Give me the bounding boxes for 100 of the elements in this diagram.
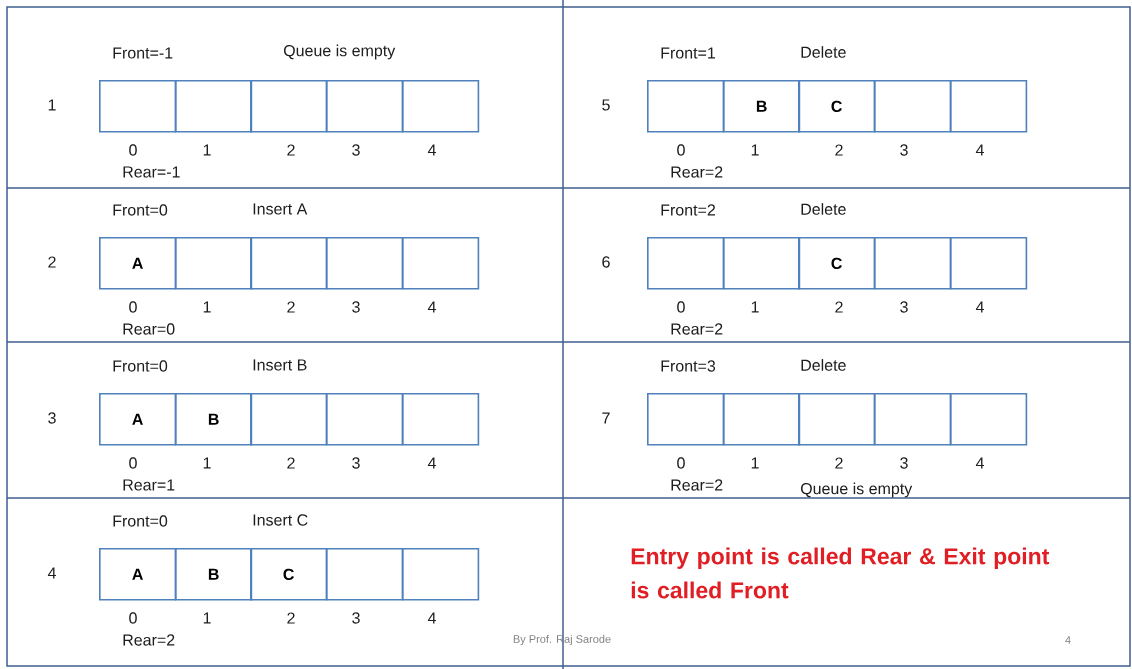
array-cell: C bbox=[798, 237, 876, 290]
rear-label: Rear=2 bbox=[671, 479, 723, 491]
index-label: 4 bbox=[427, 612, 436, 624]
front-label: Front=1 bbox=[661, 47, 715, 59]
index-label: 1 bbox=[203, 301, 211, 313]
index-label: 3 bbox=[352, 144, 360, 156]
array-cell: B bbox=[175, 393, 253, 446]
front-label: Front=0 bbox=[113, 515, 168, 527]
front-label: Front=0 bbox=[113, 204, 168, 216]
step-number: 7 bbox=[602, 412, 610, 424]
index-label: 0 bbox=[129, 144, 137, 156]
index-label: 0 bbox=[129, 301, 137, 313]
array-cell bbox=[175, 237, 253, 290]
array-cell bbox=[175, 80, 253, 133]
step-number: 5 bbox=[602, 99, 610, 111]
index-label: 1 bbox=[751, 144, 759, 156]
rear-label: Rear=0 bbox=[123, 323, 175, 335]
array-cell bbox=[402, 80, 480, 133]
array-cell bbox=[950, 393, 1028, 446]
index-label: 3 bbox=[900, 457, 908, 469]
index-label: 0 bbox=[129, 457, 137, 469]
array-cell bbox=[326, 80, 404, 133]
step-number: 3 bbox=[48, 412, 56, 424]
array-cell bbox=[402, 393, 480, 446]
array-cell bbox=[250, 237, 328, 290]
index-label: 4 bbox=[427, 144, 436, 156]
index-label: 0 bbox=[677, 144, 685, 156]
array-cell bbox=[723, 237, 801, 290]
array-cell bbox=[250, 393, 328, 446]
array-cell bbox=[723, 393, 801, 446]
note-text: Entry point is called Rear & Exit point is called Front bbox=[631, 547, 1050, 599]
index-label: 1 bbox=[203, 457, 211, 469]
index-label: 4 bbox=[427, 457, 436, 469]
index-label: 3 bbox=[900, 301, 908, 313]
index-label: 2 bbox=[287, 144, 295, 156]
index-label: 3 bbox=[352, 301, 360, 313]
index-label: 3 bbox=[900, 144, 908, 156]
front-label: Front=2 bbox=[661, 204, 715, 216]
step-number: 6 bbox=[602, 256, 610, 268]
array-cell bbox=[402, 548, 480, 601]
array-cell bbox=[874, 393, 952, 446]
array-cell bbox=[99, 80, 177, 133]
step-number: 1 bbox=[48, 99, 56, 111]
front-label: Front=0 bbox=[113, 360, 168, 372]
operation-label: Delete bbox=[801, 203, 846, 215]
operation-label: Delete bbox=[801, 359, 846, 371]
array-cell: B bbox=[723, 80, 801, 133]
index-label: 4 bbox=[427, 301, 436, 313]
index-label: 1 bbox=[203, 144, 211, 156]
front-label: Front=3 bbox=[661, 360, 716, 372]
index-label: 2 bbox=[287, 457, 295, 469]
index-label: 4 bbox=[975, 144, 984, 156]
page-number: 4 bbox=[1065, 636, 1071, 644]
array-cell: A bbox=[99, 237, 177, 290]
array-cell: A bbox=[99, 548, 177, 601]
array-cell: C bbox=[798, 80, 876, 133]
rear-label: Rear=2 bbox=[671, 166, 723, 178]
array-cell bbox=[950, 237, 1028, 290]
operation-label: Insert A bbox=[253, 203, 308, 215]
operation-label: Insert C bbox=[253, 514, 308, 526]
array-cell bbox=[874, 237, 952, 290]
array-cell bbox=[326, 237, 404, 290]
array-cell bbox=[647, 393, 725, 446]
index-label: 2 bbox=[287, 301, 295, 313]
array-cell bbox=[326, 548, 404, 601]
index-label: 0 bbox=[677, 457, 685, 469]
operation-label: Insert B bbox=[253, 359, 307, 371]
index-label: 2 bbox=[835, 301, 843, 313]
index-label: 1 bbox=[751, 301, 759, 313]
status-label: Queue is empty bbox=[800, 482, 913, 498]
index-label: 2 bbox=[287, 612, 295, 624]
array-cell: C bbox=[250, 548, 328, 601]
array-cell bbox=[798, 393, 876, 446]
array-cell bbox=[647, 80, 725, 133]
rear-label: Rear=1 bbox=[123, 479, 175, 491]
index-label: 3 bbox=[352, 457, 360, 469]
step-number: 2 bbox=[48, 256, 56, 268]
index-label: 1 bbox=[751, 457, 759, 469]
rear-label: Rear=2 bbox=[123, 634, 175, 646]
index-label: 0 bbox=[677, 301, 685, 313]
operation-label: Delete bbox=[801, 46, 846, 58]
index-label: 4 bbox=[975, 301, 984, 313]
front-label: Front=-1 bbox=[113, 47, 173, 59]
array-cell: B bbox=[175, 548, 253, 601]
step-number: 4 bbox=[47, 567, 56, 579]
array-cell bbox=[402, 237, 480, 290]
index-label: 1 bbox=[203, 612, 211, 624]
rear-label: Rear=-1 bbox=[123, 166, 180, 178]
array-cell bbox=[250, 80, 328, 133]
index-label: 0 bbox=[129, 612, 137, 624]
index-label: 2 bbox=[835, 457, 843, 469]
operation-label: Queue is empty bbox=[283, 44, 396, 60]
index-label: 4 bbox=[975, 457, 984, 469]
array-cell bbox=[950, 80, 1028, 133]
index-label: 2 bbox=[835, 144, 843, 156]
index-label: 3 bbox=[352, 612, 360, 624]
array-cell bbox=[874, 80, 952, 133]
array-cell bbox=[326, 393, 404, 446]
array-cell bbox=[647, 237, 725, 290]
rear-label: Rear=2 bbox=[671, 323, 723, 335]
